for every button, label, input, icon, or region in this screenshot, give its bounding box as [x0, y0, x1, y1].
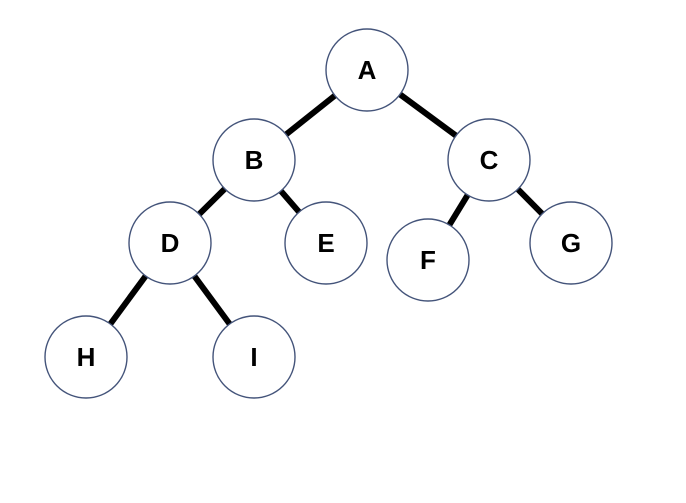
node-label: G [561, 228, 581, 258]
node-h: H [44, 315, 128, 399]
edge-b-d [195, 185, 229, 218]
node-label: A [358, 55, 377, 85]
node-label: C [480, 145, 499, 175]
edge-c-f [445, 191, 472, 229]
node-circle [529, 201, 613, 285]
node-label: E [317, 228, 334, 258]
node-circle [447, 118, 531, 202]
node-b: B [212, 118, 296, 202]
node-circle [386, 218, 470, 302]
node-label: D [161, 228, 180, 258]
node-label: H [77, 342, 96, 372]
edge-d-i [190, 272, 234, 328]
edges-layer [106, 90, 546, 328]
node-a: A [325, 28, 409, 112]
node-circle [325, 28, 409, 112]
node-label: F [420, 245, 436, 275]
node-circle [284, 201, 368, 285]
node-c: C [447, 118, 531, 202]
edge-c-g [514, 185, 546, 218]
edge-d-h [106, 272, 150, 328]
nodes-layer: A B C D E F G H I [44, 28, 613, 399]
node-circle [212, 315, 296, 399]
edge-b-e [277, 187, 303, 216]
edge-a-c [396, 90, 460, 140]
node-e: E [284, 201, 368, 285]
node-i: I [212, 315, 296, 399]
node-f: F [386, 218, 470, 302]
node-circle [212, 118, 296, 202]
node-circle [128, 201, 212, 285]
node-g: G [529, 201, 613, 285]
node-d: D [128, 201, 212, 285]
node-label: I [250, 342, 257, 372]
node-label: B [245, 145, 264, 175]
edge-a-b [282, 91, 339, 139]
node-circle [44, 315, 128, 399]
